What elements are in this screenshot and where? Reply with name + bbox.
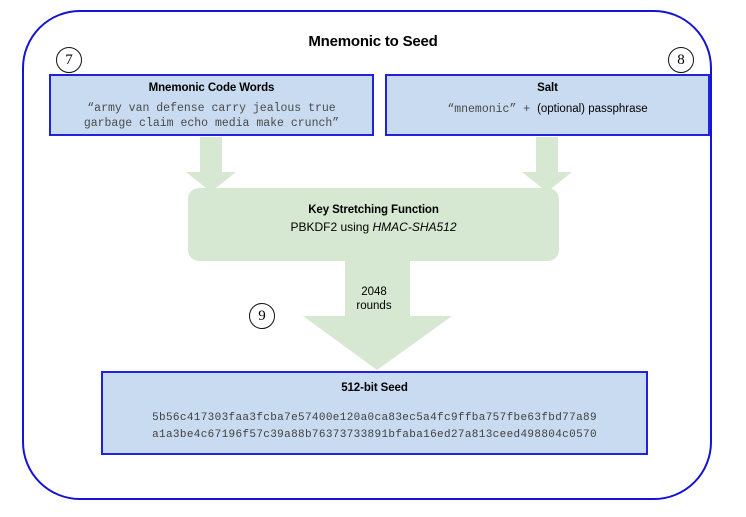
- seed-box: 512-bit Seed 5b56c417303faa3fcba7e57400e…: [101, 371, 648, 455]
- ksf-algorithm-prefix: PBKDF2 using: [290, 220, 373, 234]
- key-stretching-function-box: Key Stretching Function PBKDF2 using HMA…: [188, 188, 559, 261]
- step-marker-8-label: 8: [677, 51, 685, 68]
- ksf-algorithm: PBKDF2 using HMAC-SHA512: [188, 220, 559, 234]
- seed-hex-line-1: 5b56c417303faa3fcba7e57400e120a0ca83ec5a…: [152, 411, 597, 424]
- step-marker-9: 9: [249, 303, 275, 329]
- mnemonic-words-line-2: garbage claim echo media make crunch”: [83, 117, 340, 131]
- salt-plus-sign: +: [516, 102, 538, 116]
- salt-box-value: “mnemonic” + (optional) passphrase: [387, 103, 708, 116]
- rounds-label: 2048 rounds: [334, 285, 414, 314]
- mnemonic-box-title: Mnemonic Code Words: [148, 82, 275, 94]
- diagram-outer-frame: [22, 10, 712, 500]
- step-marker-8: 8: [668, 47, 694, 73]
- mnemonic-code-words-box: Mnemonic Code Words “army van defense ca…: [49, 74, 374, 136]
- mnemonic-box-words: “army van defense carry jealous true gar…: [51, 101, 372, 132]
- ksf-title: Key Stretching Function: [308, 204, 439, 216]
- step-marker-9-label: 9: [258, 307, 266, 324]
- rounds-count: 2048: [361, 286, 387, 298]
- salt-passphrase-label: (optional) passphrase: [537, 102, 648, 115]
- salt-box: Salt “mnemonic” + (optional) passphrase: [385, 74, 710, 136]
- seed-box-title: 512-bit Seed: [341, 382, 408, 394]
- seed-hex-line-2: a1a3be4c67196f57c39a88b76373733891bfaba1…: [152, 429, 597, 442]
- salt-mnemonic-literal: “mnemonic”: [447, 102, 517, 116]
- step-marker-7: 7: [56, 47, 82, 73]
- salt-box-title: Salt: [537, 82, 558, 94]
- step-marker-7-label: 7: [65, 51, 73, 68]
- mnemonic-words-line-1: “army van defense carry jealous true: [87, 101, 336, 115]
- rounds-unit: rounds: [356, 300, 392, 313]
- page-title: Mnemonic to Seed: [308, 33, 438, 50]
- ksf-algorithm-name: HMAC-SHA512: [372, 220, 457, 234]
